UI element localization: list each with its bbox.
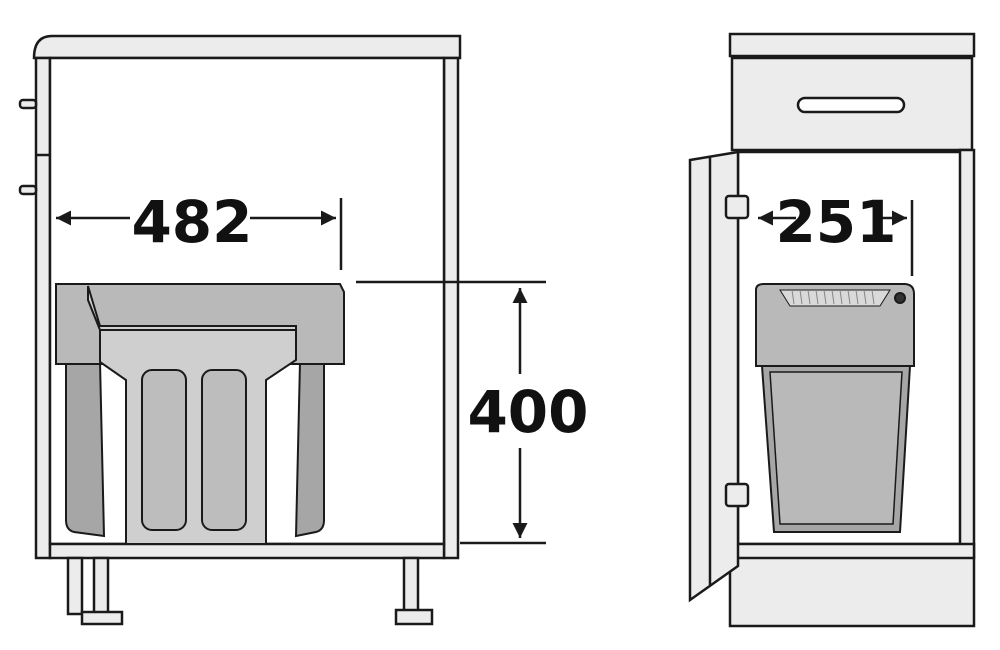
side-bin-lid-vent	[779, 289, 891, 307]
cabinet-leg	[66, 556, 84, 616]
cabinet-foot	[80, 610, 124, 626]
hinge-knob	[18, 184, 38, 196]
cabinet-right-side-panel	[442, 56, 460, 560]
depth-dimension-label: 251	[775, 188, 896, 256]
drawer-handle	[796, 96, 906, 114]
hinge-knob	[18, 98, 38, 110]
height-dimension	[356, 280, 546, 545]
countertop	[32, 34, 462, 60]
side-view-bin	[755, 283, 915, 533]
cabinet-bottom-shelf	[48, 542, 446, 560]
side-bin-lid-button	[894, 292, 906, 304]
bin-right-outer	[294, 361, 325, 538]
side-countertop	[728, 32, 976, 58]
cabinet-left-side-panel	[34, 56, 52, 560]
cabinet-leg	[402, 556, 420, 616]
side-bin-inner	[769, 371, 903, 525]
door-hinge	[724, 482, 750, 508]
width-dimension	[56, 198, 343, 270]
depth-dimension	[758, 200, 914, 276]
bin-compartment-right	[201, 369, 247, 531]
door-hinge	[724, 194, 750, 220]
front-view-bin-assembly	[55, 283, 345, 545]
cabinet-foot	[394, 608, 434, 626]
side-cabinet-right-panel	[958, 148, 976, 560]
height-dimension-label: 400	[467, 378, 588, 446]
bin-compartment-left	[141, 369, 187, 531]
width-dimension-label: 482	[131, 188, 252, 256]
bin-front	[99, 329, 297, 545]
bin-left-outer	[65, 361, 106, 538]
side-cabinet-plinth	[728, 542, 976, 628]
cabinet-leg	[92, 556, 110, 616]
